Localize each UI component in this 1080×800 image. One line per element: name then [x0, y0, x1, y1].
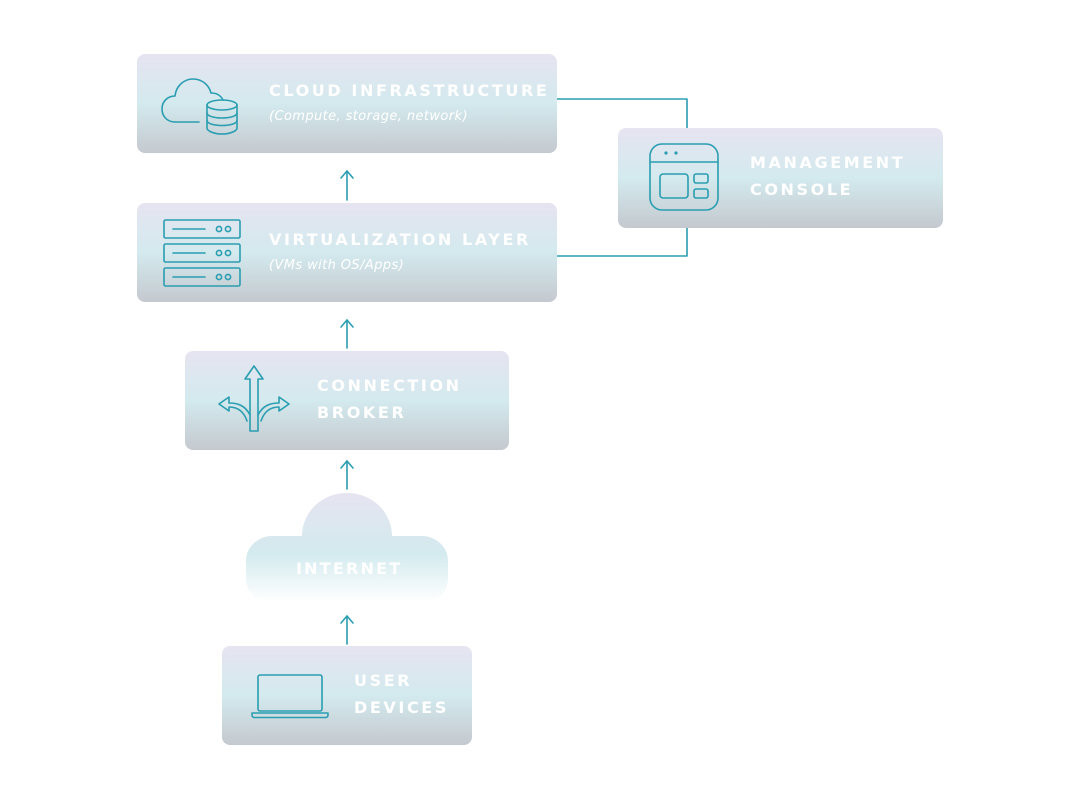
connection-broker-node: CONNECTION BROKER	[185, 351, 509, 450]
arrow-broker-to-virtualization	[340, 319, 354, 349]
management-console-title-line2: CONSOLE	[750, 180, 854, 199]
arrow-internet-to-broker	[340, 460, 354, 490]
management-console-node: MANAGEMENT CONSOLE	[618, 128, 943, 228]
edge-virtualization-to-console	[556, 227, 688, 257]
laptop-icon	[250, 672, 330, 720]
virtualization-layer-title: VIRTUALIZATION LAYER	[269, 230, 531, 249]
arrow-devices-to-internet	[340, 615, 354, 645]
user-devices-title-line1: USER	[354, 671, 413, 690]
user-devices-node: USER DEVICES	[222, 646, 472, 745]
cloud-infrastructure-node: CLOUD INFRASTRUCTURE (Compute, storage, …	[137, 54, 557, 153]
arrow-virtualization-to-cloud	[340, 170, 354, 201]
split-arrows-icon	[215, 363, 293, 435]
internet-node: INTERNET	[246, 489, 448, 602]
management-console-title-line1: MANAGEMENT	[750, 153, 906, 172]
cloud-infrastructure-subtitle: (Compute, storage, network)	[269, 109, 468, 124]
internet-title: INTERNET	[296, 559, 403, 578]
virtualization-layer-subtitle: (VMs with OS/Apps)	[269, 258, 405, 273]
server-rack-icon	[161, 217, 243, 289]
connection-broker-title-line1: CONNECTION	[317, 376, 462, 395]
app-window-icon	[646, 140, 722, 214]
cloud-infrastructure-title: CLOUD INFRASTRUCTURE	[269, 81, 550, 100]
internet-cloud-shape	[246, 493, 448, 602]
user-devices-title-line2: DEVICES	[354, 698, 449, 717]
cloud-database-icon	[159, 74, 245, 136]
virtualization-layer-node: VIRTUALIZATION LAYER (VMs with OS/Apps)	[137, 203, 557, 302]
edge-cloud-to-console	[556, 98, 688, 129]
connection-broker-title-line2: BROKER	[317, 403, 407, 422]
